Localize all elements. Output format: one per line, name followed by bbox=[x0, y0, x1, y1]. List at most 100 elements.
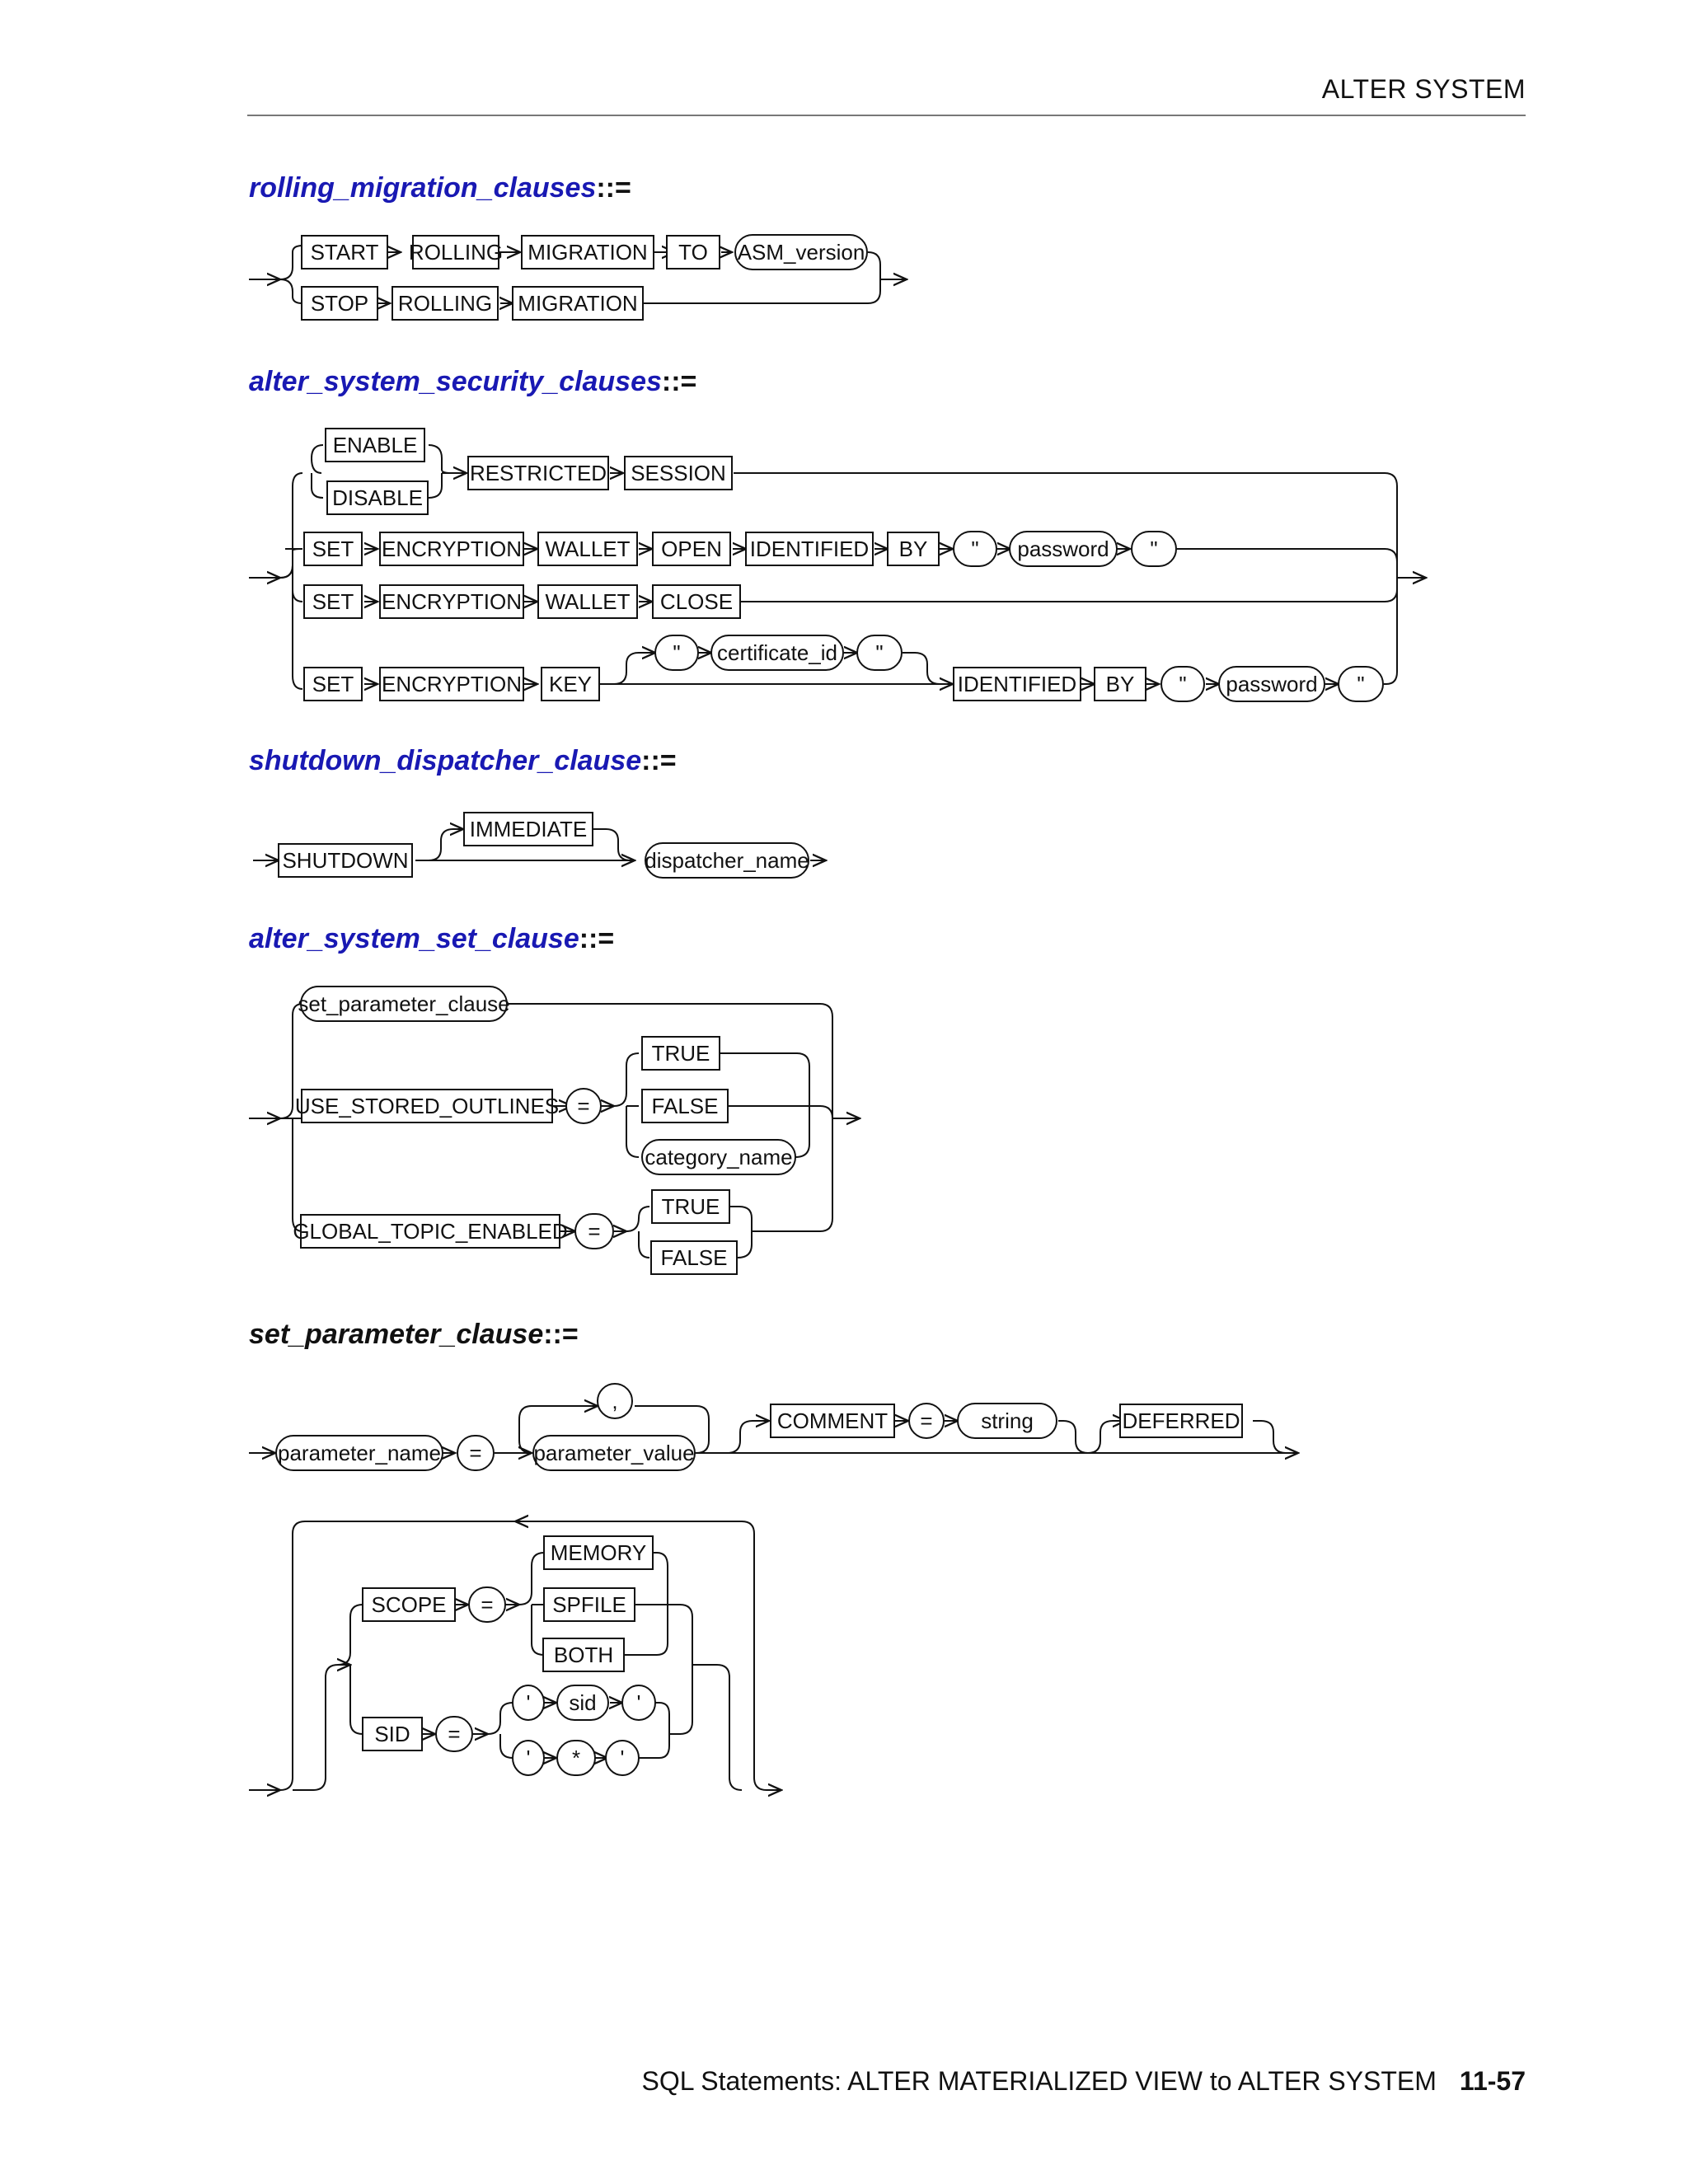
literal-symbol: = bbox=[908, 1403, 945, 1439]
keyword-global-topic-enabled: GLOBAL_TOPIC_ENABLED bbox=[293, 1214, 568, 1249]
keyword-immediate: IMMEDIATE bbox=[463, 812, 593, 846]
keyword-scope: SCOPE bbox=[362, 1587, 456, 1622]
token-frame bbox=[521, 235, 654, 269]
token-text: MIGRATION bbox=[518, 291, 637, 316]
token-text: dispatcher_name bbox=[645, 848, 809, 873]
token-text: " bbox=[1150, 537, 1157, 561]
token-text: , bbox=[612, 1389, 617, 1413]
token-frame bbox=[651, 1189, 730, 1224]
token-frame bbox=[379, 667, 524, 701]
token-text: " bbox=[1179, 672, 1186, 696]
keyword-open: OPEN bbox=[652, 532, 731, 566]
token-frame bbox=[666, 235, 720, 269]
keyword-encryption: ENCRYPTION bbox=[379, 532, 524, 566]
keyword-true: TRUE bbox=[651, 1189, 730, 1224]
flow-line bbox=[279, 472, 303, 579]
keyword-stop: STOP bbox=[301, 286, 378, 321]
token-text: SET bbox=[312, 589, 354, 614]
token-frame bbox=[463, 812, 593, 846]
section-operator: ::= bbox=[596, 172, 631, 204]
keyword-true: TRUE bbox=[641, 1036, 720, 1071]
keyword-memory: MEMORY bbox=[543, 1535, 654, 1570]
flow-line bbox=[867, 251, 881, 279]
token-text: IMMEDIATE bbox=[470, 817, 588, 841]
literal-symbol: " bbox=[953, 531, 997, 567]
flow-line bbox=[310, 472, 324, 499]
flow-line bbox=[507, 1003, 833, 1118]
token-frame bbox=[542, 1638, 625, 1672]
token-text: TRUE bbox=[652, 1041, 710, 1066]
section-name: rolling_migration_clauses bbox=[249, 172, 597, 204]
token-frame bbox=[565, 1088, 602, 1124]
keyword-set: SET bbox=[303, 667, 363, 701]
token-frame bbox=[887, 532, 940, 566]
keyword-disable: DISABLE bbox=[326, 480, 429, 515]
section-name: alter_system_security_clauses bbox=[249, 366, 662, 397]
token-text: MEMORY bbox=[551, 1540, 647, 1565]
keyword-enable: ENABLE bbox=[325, 428, 425, 462]
token-text: ' bbox=[637, 1690, 641, 1715]
token-text: WALLET bbox=[545, 589, 630, 614]
token-frame bbox=[770, 1404, 895, 1438]
flow-line bbox=[279, 279, 303, 304]
section-title-rolling: rolling_migration_clauses::= bbox=[249, 172, 631, 204]
section-operator: ::= bbox=[641, 745, 677, 776]
token-frame bbox=[641, 1089, 729, 1123]
literal-symbol: " bbox=[856, 635, 903, 671]
flow-line bbox=[643, 279, 881, 304]
flow-line bbox=[692, 1664, 743, 1791]
keyword-rolling: ROLLING bbox=[392, 286, 499, 321]
variable-certificate-id: certificate_id bbox=[710, 635, 844, 671]
token-text: ENCRYPTION bbox=[382, 589, 522, 614]
flow-line bbox=[428, 444, 452, 474]
flow-line bbox=[653, 1552, 668, 1605]
flow-arrow bbox=[415, 829, 463, 861]
flow-line bbox=[310, 444, 324, 474]
literal-symbol: = bbox=[565, 1088, 602, 1124]
keyword-comment: COMMENT bbox=[770, 1404, 895, 1438]
footer-title: SQL Statements: ALTER MATERIALIZED VIEW … bbox=[641, 2066, 1437, 2096]
keyword-migration: MIGRATION bbox=[521, 235, 654, 269]
token-text: SET bbox=[312, 672, 354, 696]
literal-symbol: = bbox=[468, 1586, 506, 1623]
token-text: ENCRYPTION bbox=[382, 672, 522, 696]
token-text: RESTRICTED bbox=[470, 461, 607, 485]
token-text: password bbox=[1226, 672, 1317, 696]
token-frame bbox=[543, 1587, 635, 1622]
token-text: ROLLING bbox=[398, 291, 492, 316]
literal-symbol: , bbox=[597, 1383, 633, 1419]
token-text: KEY bbox=[549, 672, 592, 696]
section-title-security: alter_system_security_clauses::= bbox=[249, 366, 696, 398]
token-frame bbox=[641, 1036, 720, 1071]
flow-arrow bbox=[1087, 1421, 1126, 1454]
token-text: set_parameter_clause bbox=[298, 991, 509, 1016]
token-frame bbox=[908, 1403, 945, 1439]
flow-line bbox=[626, 1106, 640, 1158]
token-text: SHUTDOWN bbox=[282, 848, 408, 873]
flow-line bbox=[349, 1665, 363, 1735]
token-frame bbox=[325, 428, 425, 462]
token-text: TRUE bbox=[662, 1194, 720, 1219]
token-text: GLOBAL_TOPIC_ENABLED bbox=[293, 1219, 567, 1244]
section-title-set-clause: alter_system_set_clause::= bbox=[249, 923, 614, 955]
section-title-set-parameter: set_parameter_clause::= bbox=[249, 1319, 579, 1351]
variable-category-name: category_name bbox=[641, 1139, 796, 1175]
token-text: BOTH bbox=[554, 1643, 613, 1667]
token-text: COMMENT bbox=[777, 1408, 888, 1433]
keyword-identified: IDENTIFIED bbox=[745, 532, 874, 566]
token-frame bbox=[652, 584, 741, 619]
flow-line bbox=[292, 589, 303, 602]
token-text: DEFERRED bbox=[1122, 1408, 1240, 1433]
token-text: MIGRATION bbox=[528, 240, 647, 265]
token-frame bbox=[392, 286, 499, 321]
flow-line bbox=[1177, 548, 1398, 563]
token-frame bbox=[379, 584, 524, 619]
token-frame bbox=[957, 1403, 1057, 1439]
flow-line bbox=[809, 1105, 833, 1119]
literal-symbol: = bbox=[457, 1435, 495, 1471]
token-frame bbox=[379, 532, 524, 566]
token-text: sid bbox=[569, 1690, 596, 1715]
literal-symbol: " bbox=[654, 635, 699, 671]
literal-symbol: ' bbox=[512, 1740, 545, 1776]
token-frame bbox=[467, 456, 609, 490]
